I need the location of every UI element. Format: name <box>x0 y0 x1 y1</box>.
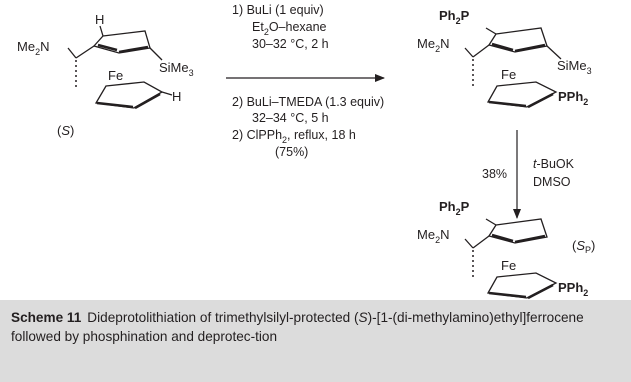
svg-text:2) ClPPh2, reflux, 18 h: 2) ClPPh2, reflux, 18 h <box>232 128 356 145</box>
p2-pph2: Ph2P <box>439 199 470 217</box>
svg-text:38%: 38% <box>482 167 507 181</box>
p2-fe: Fe <box>501 258 516 273</box>
p2-nme2: Me2N <box>417 227 449 245</box>
product-1 <box>464 27 562 109</box>
caption-label: Scheme 11 <box>11 310 82 325</box>
p2-upper-cp-ring <box>487 218 548 244</box>
scheme-caption: Scheme 11 Dideprotolithiation of trimethy… <box>0 300 631 382</box>
caption-text-s: S <box>358 310 368 325</box>
p1-fe: Fe <box>501 67 516 82</box>
svg-text:t-BuOK: t-BuOK <box>533 157 575 171</box>
svg-text:1) BuLi (1 equiv): 1) BuLi (1 equiv) <box>232 3 324 17</box>
svg-text:(75%): (75%) <box>275 145 308 159</box>
svg-text:30–32 °C, 2 h: 30–32 °C, 2 h <box>252 37 329 51</box>
p1-nme2: Me2N <box>417 36 449 54</box>
svg-text:DMSO: DMSO <box>533 175 571 189</box>
product-2 <box>464 218 558 300</box>
start-fe: Fe <box>108 68 123 83</box>
reagents-2: 38% t-BuOK DMSO <box>482 157 575 189</box>
p1-sime3: SiMe3 <box>557 58 592 76</box>
starting-material <box>67 25 173 110</box>
p1-pph2: Ph2P <box>439 8 470 26</box>
svg-text:32–34 °C, 5 h: 32–34 °C, 5 h <box>252 111 329 125</box>
start-nme2: Me2N <box>17 39 49 57</box>
reagents-1: 1) BuLi (1 equiv) Et2O–hexane 30–32 °C, … <box>232 3 384 159</box>
caption-text-a: Dideprotolithiation of trimethylsilyl-pr… <box>87 310 359 325</box>
start-sime3: SiMe3 <box>159 60 194 78</box>
p2-stereo: (SP) <box>572 238 595 255</box>
start-h-top: H <box>95 12 104 27</box>
p1-upper-cp-ring <box>487 27 548 53</box>
start-h-right: H <box>172 89 181 104</box>
svg-text:2) BuLi–TMEDA (1.3 equiv): 2) BuLi–TMEDA (1.3 equiv) <box>232 95 384 109</box>
p2-pph2-right: PPh2 <box>558 280 588 298</box>
reaction-scheme: H Me2N SiMe3 Fe H (S) 1) BuLi (1 equiv) … <box>17 3 595 300</box>
caption-text-b: )-[1-(di-methylamino)ethyl]ferrocene fol… <box>11 310 584 344</box>
p1-pph2-right: PPh2 <box>558 89 588 107</box>
start-stereo: (S) <box>57 123 74 138</box>
svg-text:Et2O–hexane: Et2O–hexane <box>252 20 327 37</box>
